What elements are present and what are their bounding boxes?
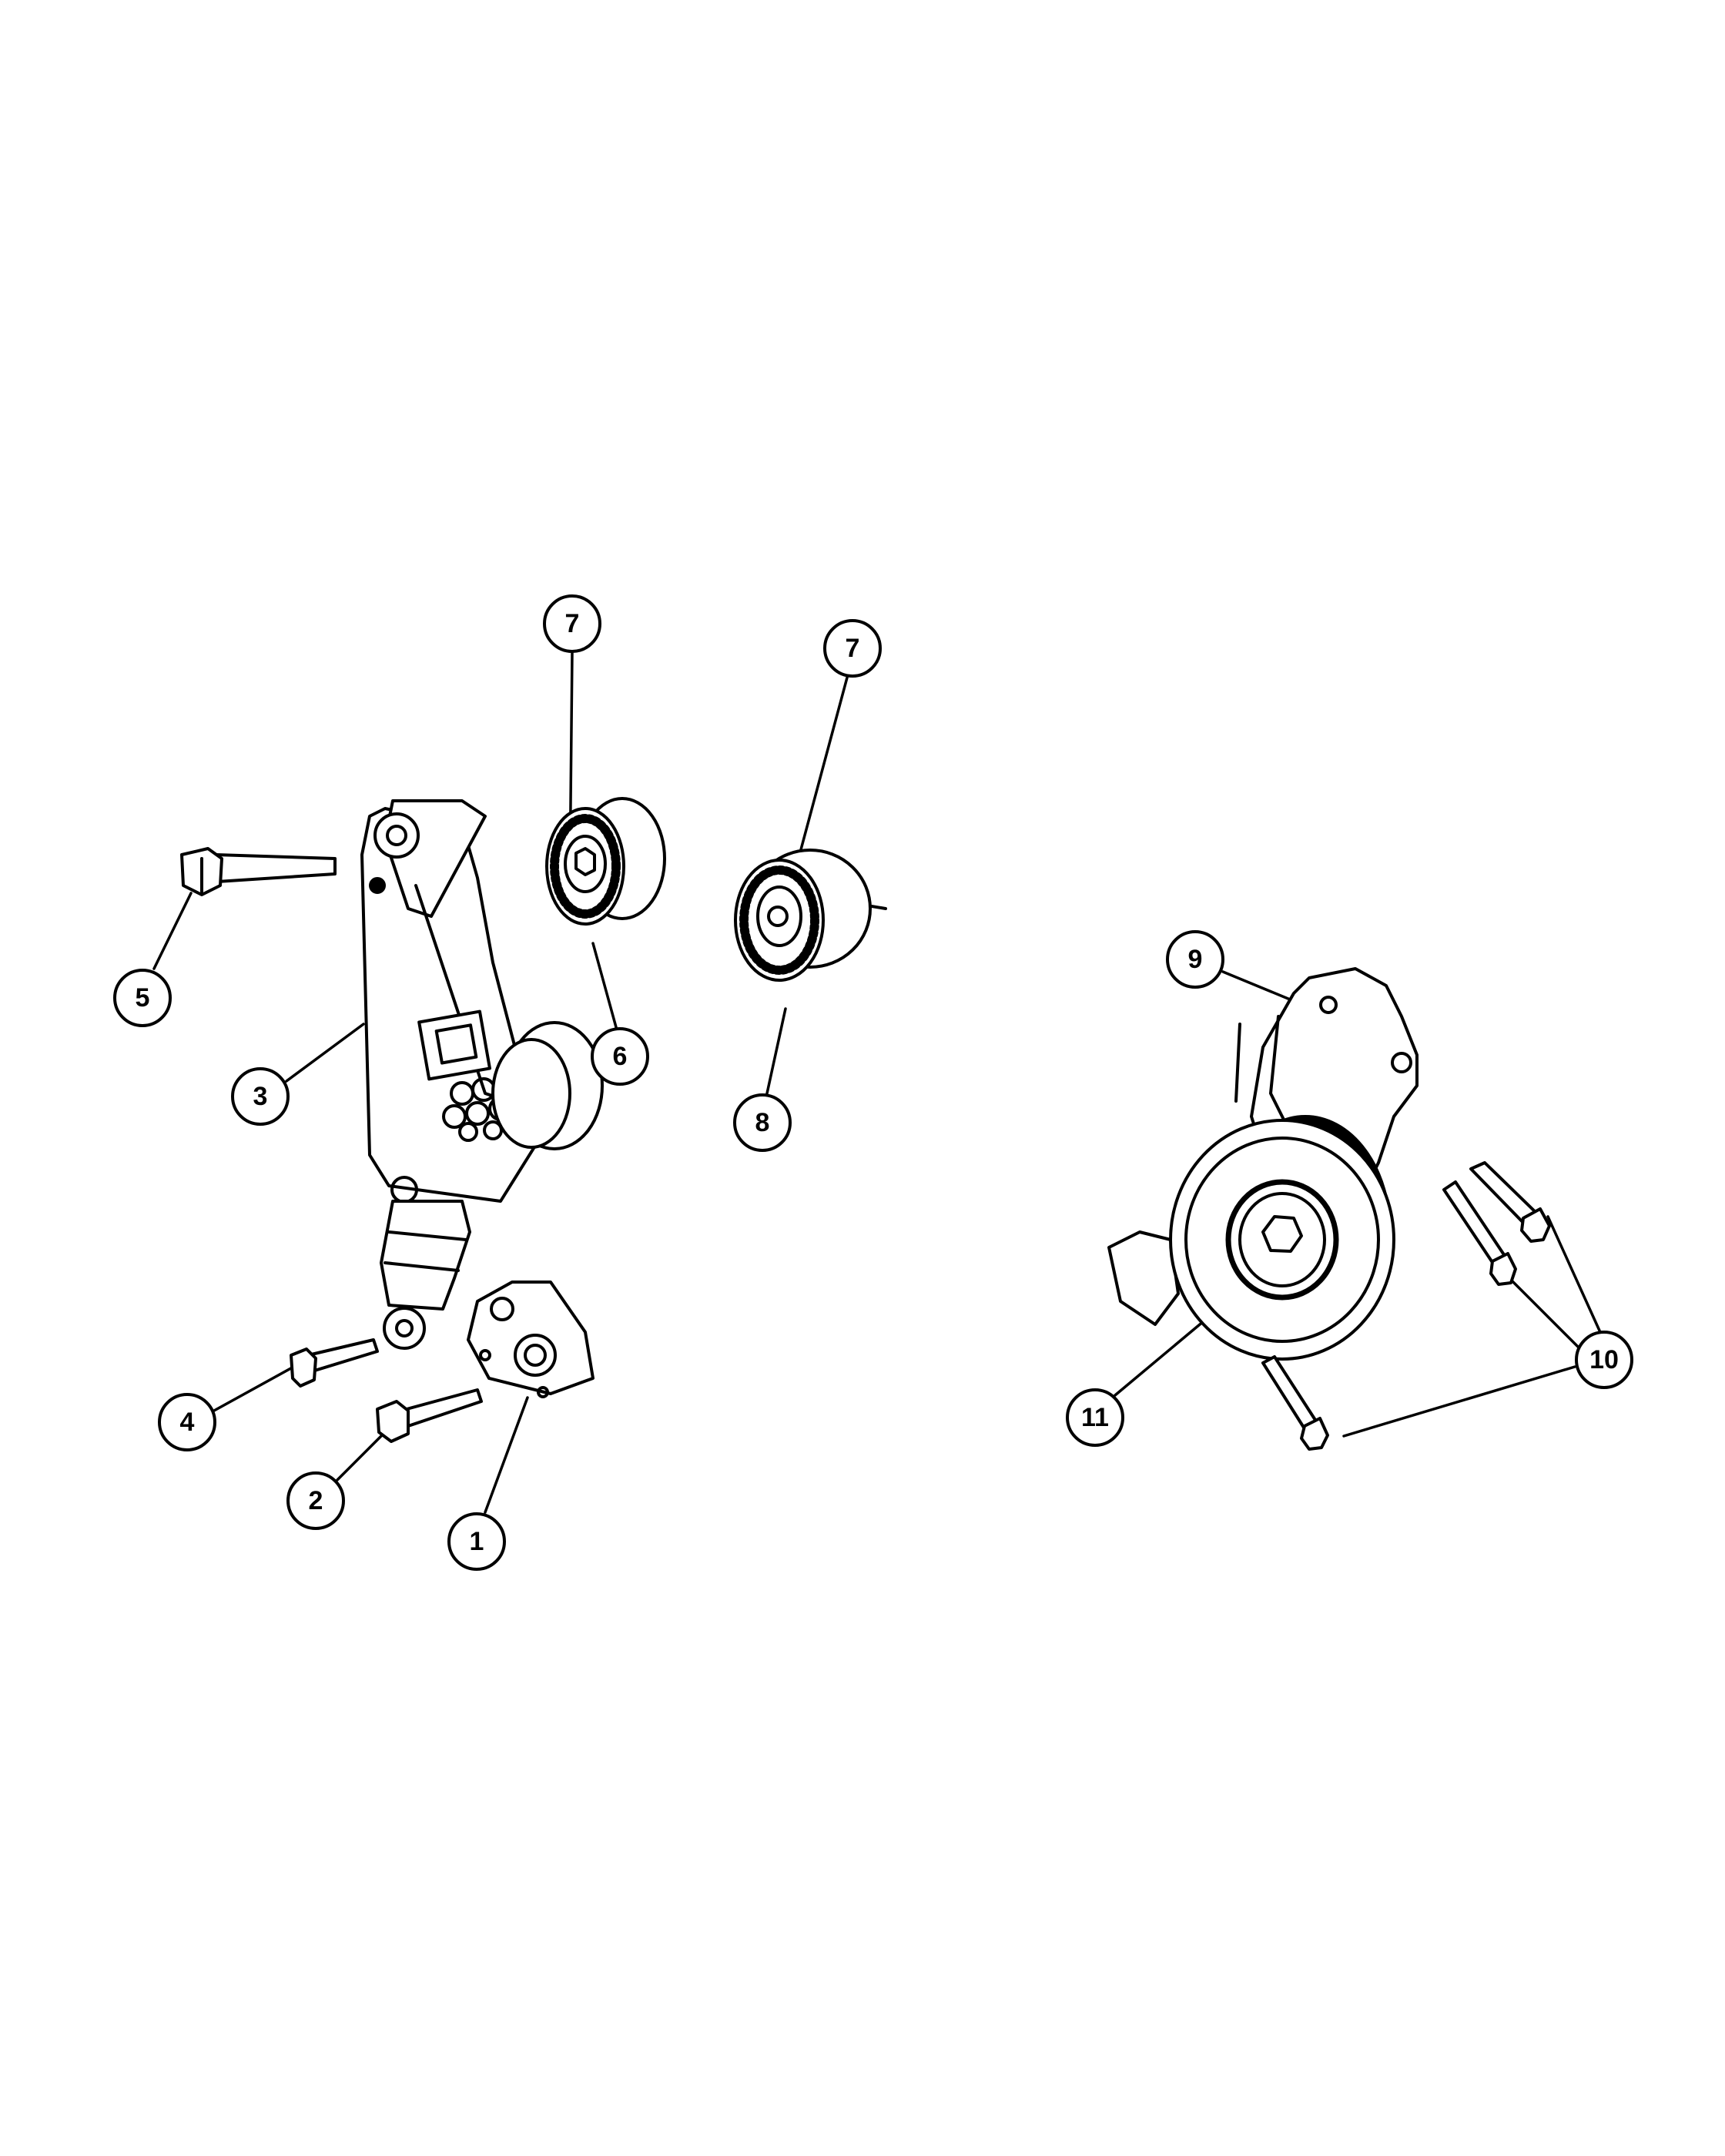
callout-4: 4 (158, 1393, 216, 1451)
callout-7a: 7 (543, 594, 601, 653)
callout-6: 6 (591, 1027, 649, 1086)
callout-7b: 7 (823, 619, 882, 678)
idler-pulley-6-icon (545, 797, 666, 926)
bolt-5-icon (180, 847, 337, 896)
callout-9: 9 (1166, 930, 1224, 989)
tensioner-base-icon (467, 1281, 595, 1398)
callout-11: 11 (1066, 1388, 1124, 1447)
callout-1: 1 (447, 1512, 506, 1571)
callout-10: 10 (1575, 1331, 1633, 1389)
callout-2: 2 (286, 1471, 345, 1530)
idler-pulley-8-icon (734, 849, 887, 982)
bolt-4-icon (290, 1338, 379, 1388)
large-pulley-icon (1107, 1115, 1395, 1361)
tensioner-damper-icon (380, 1200, 471, 1350)
callout-5: 5 (113, 969, 172, 1027)
leader-lines (152, 651, 1601, 1514)
bolt-2-icon (376, 1388, 483, 1443)
bolts-10-icon (1261, 1161, 1551, 1451)
callout-8: 8 (733, 1093, 792, 1152)
callout-3: 3 (231, 1067, 290, 1126)
tensioner-pulley-icon (491, 1021, 604, 1150)
